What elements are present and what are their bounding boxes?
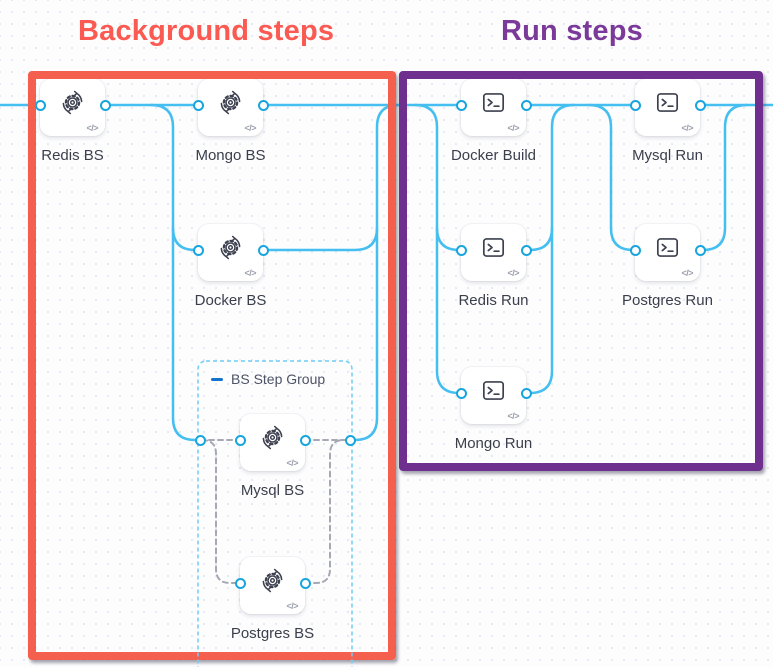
port-out-mysql-run[interactable] <box>694 99 706 111</box>
step-label-docker-build: Docker Build <box>450 147 537 164</box>
step-label-mysql-bs: Mysql BS <box>240 482 305 499</box>
step-label-redis-bs: Redis BS <box>41 147 104 164</box>
port-in-mysql-bs[interactable] <box>234 434 246 446</box>
port-out-docker-bs[interactable] <box>257 244 269 256</box>
step-label-postgres-bs: Postgres BS <box>230 625 315 642</box>
port-out-redis-run[interactable] <box>520 244 532 256</box>
background-step-icon <box>217 234 244 266</box>
step-card-mysql-bs[interactable]: </> <box>240 414 305 471</box>
bs-step-group-box <box>197 360 353 667</box>
background-step-icon <box>259 567 286 599</box>
group-dashed-links <box>199 439 351 584</box>
step-card-postgres-bs[interactable]: </> <box>240 557 305 614</box>
code-icon: </> <box>244 123 256 133</box>
bs-step-group-header[interactable]: BS Step Group <box>211 371 325 387</box>
run-step-icon <box>654 234 681 266</box>
code-icon: </> <box>507 123 519 133</box>
group-edge-port-in[interactable] <box>194 434 206 446</box>
code-icon: </> <box>507 268 519 278</box>
code-icon: </> <box>507 411 519 421</box>
port-out-mongo-run[interactable] <box>520 387 532 399</box>
step-card-redis-run[interactable]: </> <box>461 224 526 281</box>
port-in-mongo-run[interactable] <box>455 387 467 399</box>
step-group-label: BS Step Group <box>231 371 326 387</box>
step-label-mongo-bs: Mongo BS <box>195 147 266 164</box>
step-card-mongo-run[interactable]: </> <box>461 367 526 424</box>
port-in-docker-build[interactable] <box>455 99 467 111</box>
run-steps-title: Run steps <box>501 15 643 47</box>
port-out-mysql-bs[interactable] <box>299 434 311 446</box>
step-label-docker-bs: Docker BS <box>194 292 267 309</box>
group-edge-port-out[interactable] <box>344 434 356 446</box>
port-out-postgres-run[interactable] <box>694 244 706 256</box>
background-steps-title: Background steps <box>78 15 335 47</box>
port-out-redis-bs[interactable] <box>99 99 111 111</box>
port-in-redis-bs[interactable] <box>34 99 46 111</box>
code-icon: </> <box>681 123 693 133</box>
background-step-icon <box>259 424 286 456</box>
run-step-icon <box>480 234 507 266</box>
port-in-mongo-bs[interactable] <box>192 99 204 111</box>
run-steps-box <box>399 71 763 471</box>
step-card-postgres-run[interactable]: </> <box>635 224 700 281</box>
port-in-postgres-run[interactable] <box>629 244 641 256</box>
port-out-docker-build[interactable] <box>520 99 532 111</box>
port-in-redis-run[interactable] <box>455 244 467 256</box>
collapse-group-minus-icon[interactable] <box>211 377 223 381</box>
step-card-docker-build[interactable]: </> <box>461 79 526 136</box>
run-step-icon <box>480 89 507 121</box>
code-icon: </> <box>286 458 298 468</box>
step-label-mongo-run: Mongo Run <box>454 435 533 452</box>
port-out-mongo-bs[interactable] <box>257 99 269 111</box>
port-in-postgres-bs[interactable] <box>234 577 246 589</box>
code-icon: </> <box>244 268 256 278</box>
background-steps-box <box>28 71 396 660</box>
port-out-postgres-bs[interactable] <box>299 577 311 589</box>
run-step-icon <box>654 89 681 121</box>
step-card-mongo-bs[interactable]: </> <box>198 79 263 136</box>
background-step-icon <box>59 89 86 121</box>
step-card-mysql-run[interactable]: </> <box>635 79 700 136</box>
step-card-docker-bs[interactable]: </> <box>198 224 263 281</box>
code-icon: </> <box>286 601 298 611</box>
step-label-postgres-run: Postgres Run <box>622 292 713 309</box>
port-in-docker-bs[interactable] <box>192 244 204 256</box>
port-in-mysql-run[interactable] <box>629 99 641 111</box>
step-card-redis-bs[interactable]: </> <box>40 79 105 136</box>
run-step-icon <box>480 377 507 409</box>
step-label-redis-run: Redis Run <box>458 292 529 309</box>
code-icon: </> <box>681 268 693 278</box>
code-icon: </> <box>86 123 98 133</box>
background-step-icon <box>217 89 244 121</box>
step-label-mysql-run: Mysql Run <box>632 147 703 164</box>
